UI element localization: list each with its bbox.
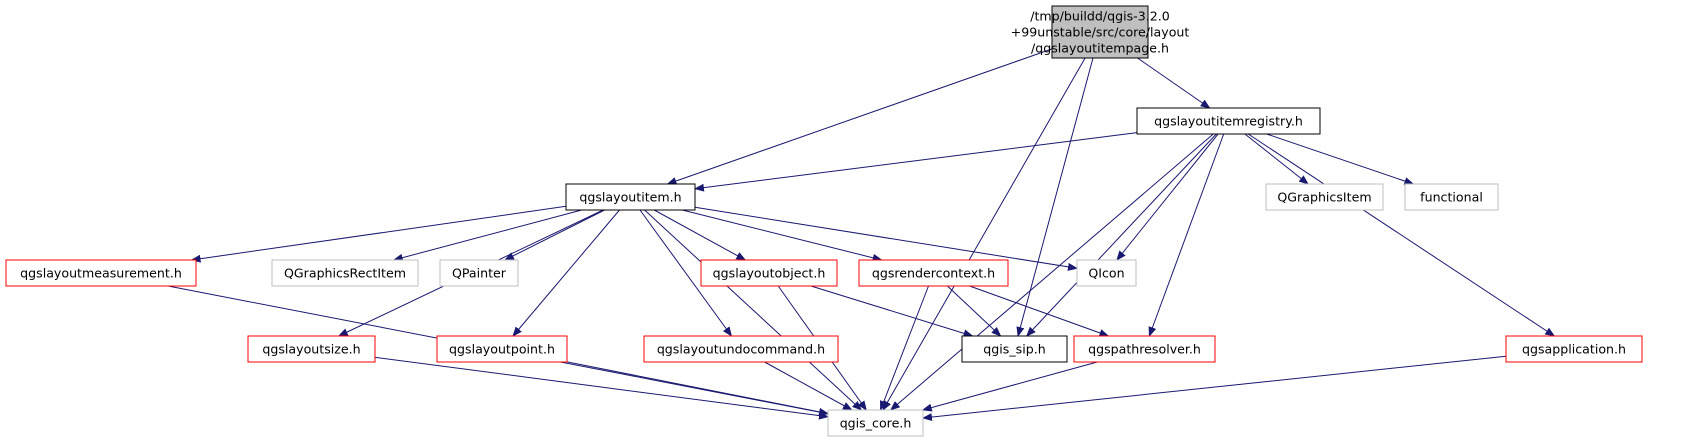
- edge-item-to-qgraphicsrectitem: [392, 209, 582, 262]
- node-box-measurement: [5, 259, 197, 287]
- node-box-qgraphicsitem: [1265, 183, 1384, 211]
- node-point[interactable]: qgslayoutpoint.h: [436, 335, 568, 363]
- nodes: /tmp/buildd/qgis-3.2.0+99unstable/src/co…: [5, 5, 1643, 437]
- node-functional[interactable]: functional: [1404, 183, 1499, 211]
- node-box-core: [827, 409, 924, 437]
- node-label-root: /tmp/buildd/qgis-3.2.0: [1030, 9, 1170, 24]
- edge-registry-to-functional: [1266, 133, 1415, 185]
- edge-root-to-core: [882, 57, 1086, 411]
- node-sip[interactable]: qgis_sip.h: [961, 335, 1068, 363]
- edge-size-to-core: [374, 356, 829, 420]
- node-qgraphicsrectitem[interactable]: QGraphicsRectItem: [271, 259, 419, 287]
- edge-registry-to-qgraphicsitem: [1244, 133, 1309, 185]
- edge-registry-to-application: [1247, 133, 1556, 337]
- edge-registry-to-qicon: [1116, 133, 1219, 261]
- node-label-sip: qgis_sip.h: [983, 342, 1045, 357]
- node-box-root: [1051, 5, 1149, 59]
- node-box-point: [436, 335, 568, 363]
- node-size[interactable]: qgslayoutsize.h: [247, 335, 376, 363]
- node-box-pathresolver: [1073, 335, 1216, 363]
- node-core[interactable]: qgis_core.h: [827, 409, 924, 437]
- node-label-application: qgsapplication.h: [1522, 342, 1626, 357]
- edge-root-to-sip: [1016, 57, 1094, 337]
- edge-root-to-registry: [1137, 57, 1211, 109]
- node-qpainter[interactable]: QPainter: [439, 259, 519, 287]
- node-label-point: qgslayoutpoint.h: [449, 342, 555, 357]
- edge-item-to-qicon: [694, 206, 1078, 271]
- edge-pathresolver-to-core: [921, 361, 1098, 412]
- node-box-item: [565, 183, 696, 211]
- node-label-functional: functional: [1420, 190, 1483, 205]
- node-label-root: +99unstable/src/core/layout: [1011, 25, 1190, 40]
- edge-item-to-measurement: [190, 205, 567, 263]
- node-label-registry: qgslayoutitemregistry.h: [1154, 114, 1303, 129]
- node-measurement[interactable]: qgslayoutmeasurement.h: [5, 259, 197, 287]
- node-box-application: [1505, 335, 1643, 363]
- node-label-pathresolver: qgspathresolver.h: [1088, 342, 1201, 357]
- node-pathresolver[interactable]: qgspathresolver.h: [1073, 335, 1216, 363]
- node-qicon[interactable]: QIcon: [1076, 259, 1137, 287]
- node-box-qicon: [1076, 259, 1137, 287]
- node-object[interactable]: qgslayoutobject.h: [700, 259, 838, 287]
- edge-object-to-sip: [810, 285, 974, 338]
- edge-item-to-undocommand: [639, 209, 733, 337]
- node-label-rendercontext: qgsrendercontext.h: [872, 266, 995, 281]
- edge-registry-to-item: [694, 132, 1138, 192]
- edge-item-to-point: [512, 209, 620, 337]
- node-box-sip: [961, 335, 1068, 363]
- node-box-functional: [1404, 183, 1499, 211]
- edge-item-to-qpainter: [504, 209, 605, 261]
- edge-rendercontext-to-sip: [947, 285, 1002, 337]
- node-box-registry: [1136, 107, 1321, 135]
- node-box-rendercontext: [858, 259, 1009, 287]
- node-box-size: [247, 335, 376, 363]
- edge-item-to-core: [644, 209, 863, 411]
- node-box-qpainter: [439, 259, 519, 287]
- edge-rendercontext-to-core: [880, 285, 929, 411]
- node-label-qicon: QIcon: [1088, 266, 1124, 281]
- node-root[interactable]: /tmp/buildd/qgis-3.2.0+99unstable/src/co…: [1011, 5, 1190, 59]
- node-box-object: [700, 259, 838, 287]
- edge-registry-to-core: [889, 133, 1214, 411]
- node-rendercontext[interactable]: qgsrendercontext.h: [858, 259, 1009, 287]
- node-item[interactable]: qgslayoutitem.h: [565, 183, 696, 211]
- edge-application-to-core: [922, 355, 1507, 422]
- node-label-size: qgslayoutsize.h: [262, 342, 360, 357]
- node-label-root: /qgslayoutitempage.h: [1031, 41, 1169, 56]
- edge-root-to-item: [666, 48, 1053, 185]
- node-label-object: qgslayoutobject.h: [713, 266, 826, 281]
- edge-undocommand-to-core: [764, 361, 853, 411]
- node-label-qpainter: QPainter: [452, 266, 507, 281]
- node-box-qgraphicsrectitem: [271, 259, 419, 287]
- node-label-item: qgslayoutitem.h: [579, 190, 681, 205]
- edge-registry-to-pathresolver: [1148, 133, 1225, 337]
- node-application[interactable]: qgsapplication.h: [1505, 335, 1643, 363]
- node-undocommand[interactable]: qgslayoutundocommand.h: [643, 335, 839, 363]
- node-label-measurement: qgslayoutmeasurement.h: [20, 266, 182, 281]
- node-label-qgraphicsrectitem: QGraphicsRectItem: [284, 266, 406, 281]
- edge-rendercontext-to-pathresolver: [969, 285, 1110, 337]
- edge-item-to-object: [653, 209, 747, 261]
- node-label-qgraphicsitem: QGraphicsItem: [1277, 190, 1371, 205]
- edge-item-to-rendercontext: [682, 209, 883, 262]
- node-qgraphicsitem[interactable]: QGraphicsItem: [1265, 183, 1384, 211]
- node-box-undocommand: [643, 335, 839, 363]
- edge-point-to-core: [566, 361, 829, 416]
- node-registry[interactable]: qgslayoutitemregistry.h: [1136, 107, 1321, 135]
- node-label-undocommand: qgslayoutundocommand.h: [657, 342, 825, 357]
- edge-registry-to-sip: [1026, 133, 1217, 337]
- edges: [168, 48, 1556, 422]
- node-label-core: qgis_core.h: [840, 416, 912, 431]
